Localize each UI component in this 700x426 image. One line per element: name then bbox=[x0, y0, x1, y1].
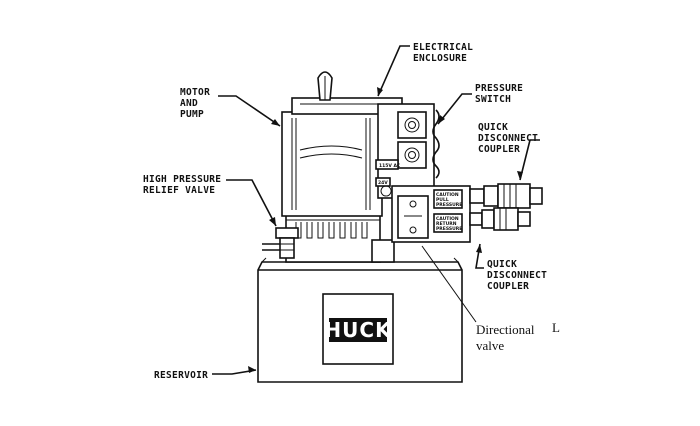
caution-return-line3: PRESSURE bbox=[436, 226, 462, 232]
caution-pull-line2: PULL bbox=[436, 197, 449, 203]
lifting-handle bbox=[317, 71, 333, 101]
label-motor-2: AND bbox=[180, 98, 198, 109]
electrical-enclosure: 115V AC 24V bbox=[375, 103, 435, 199]
label-qd-top-1: QUICK bbox=[478, 122, 508, 133]
brand-text: HUCK bbox=[324, 318, 392, 342]
label-directional-valve-1: Directional bbox=[476, 322, 535, 337]
motor-body bbox=[281, 111, 383, 217]
label-electrical-enclosure-2: ENCLOSURE bbox=[413, 53, 467, 64]
caution-return-line1: CAUTION bbox=[436, 216, 459, 222]
huck-logo: HUCK bbox=[322, 293, 394, 365]
label-qd-bottom-2: DISCONNECT bbox=[487, 270, 547, 281]
label-reservoir: RESERVOIR bbox=[154, 370, 208, 381]
quick-disconnect-coupler-bottom bbox=[469, 207, 531, 231]
caution-pull-line3: PRESSURE bbox=[436, 202, 462, 208]
label-qd-bottom-3: COUPLER bbox=[487, 281, 529, 292]
label-pressure-switch-2: SWITCH bbox=[475, 94, 511, 105]
caution-return-line2: RETURN bbox=[436, 221, 457, 227]
label-motor-3: PUMP bbox=[180, 109, 204, 120]
label-motor-1: MOTOR bbox=[180, 87, 210, 98]
directional-valve-block: CAUTION PULL PRESSURE CAUTION RETURN PRE… bbox=[391, 185, 471, 243]
quick-disconnect-coupler-top bbox=[469, 183, 543, 209]
label-relief-valve-1: HIGH PRESSURE bbox=[143, 174, 221, 185]
pressure-switch-bracket bbox=[432, 109, 440, 179]
label-directional-valve-2: valve bbox=[476, 338, 504, 353]
voltage-115-plate: 115V AC bbox=[379, 163, 401, 169]
label-electrical-enclosure-1: ELECTRICAL bbox=[413, 42, 473, 53]
label-qd-top-3: COUPLER bbox=[478, 144, 520, 155]
caution-pull-line1: CAUTION bbox=[436, 192, 459, 198]
label-pressure-switch-1: PRESSURE bbox=[475, 83, 523, 94]
voltage-24-plate: 24V bbox=[378, 180, 388, 186]
stray-mark: L bbox=[552, 320, 560, 335]
label-relief-valve-2: RELIEF VALVE bbox=[143, 185, 215, 196]
pump-base bbox=[285, 213, 395, 263]
leader-lines bbox=[212, 45, 540, 375]
relief-valve bbox=[262, 227, 299, 259]
label-qd-top-2: DISCONNECT bbox=[478, 133, 538, 144]
label-qd-bottom-1: QUICK bbox=[487, 259, 517, 270]
